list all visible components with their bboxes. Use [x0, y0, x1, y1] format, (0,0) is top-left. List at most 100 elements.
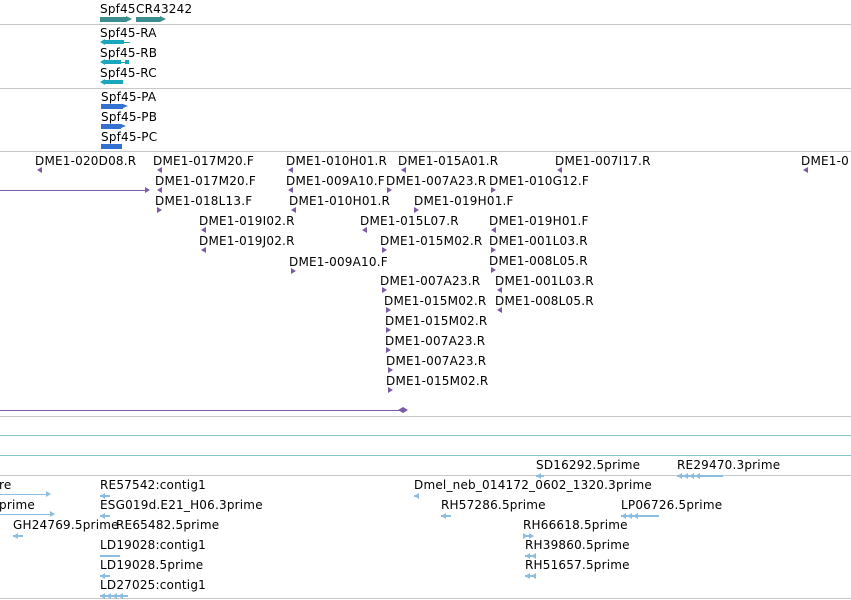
clone-end-label: DME1-009A10.F: [286, 174, 385, 188]
clone-end-label: DME1-007I17.R: [555, 154, 651, 168]
gene-bar: [136, 17, 160, 22]
transcript-arrow: [100, 59, 105, 65]
est-line: [677, 475, 723, 477]
clone-span-line: [0, 190, 146, 191]
clone-end-arrow-left: [362, 227, 367, 233]
est-label: ESG019d.E21_H06.3prime: [100, 498, 263, 512]
est-arrow: [627, 513, 632, 519]
gene-label: CR43242: [136, 2, 193, 16]
clone-end-arrow-left: [201, 247, 206, 253]
est-label: RH39860.5prime: [525, 538, 630, 552]
protein-arrow: [123, 104, 128, 108]
est-arrow: [621, 513, 626, 519]
clone-end-arrow-right: [491, 267, 496, 273]
clone-end-label: DME1-008L05.R: [495, 294, 594, 308]
est-line: [523, 535, 533, 537]
clone-end-label: DME1-001L03.R: [495, 274, 594, 288]
est-label: RH66618.5prime: [523, 518, 628, 532]
transcript-bar: [105, 80, 123, 84]
est-arrow: [683, 473, 688, 479]
clone-span-arrow: [398, 407, 403, 413]
est-label: RH57286.5prime: [441, 498, 546, 512]
clone-end-label: DME1-019I02.R: [199, 214, 295, 228]
gene-label: Spf45: [100, 2, 136, 16]
clone-end-label: DME1-020D08.R: [35, 154, 137, 168]
clone-end-label: DME1-010H01.R: [286, 154, 388, 168]
clone-end-arrow-right: [491, 187, 496, 193]
protein-label: Spf45-PB: [101, 110, 158, 124]
clone-end-arrow-right: [382, 247, 387, 253]
clone-end-label: DME1-015A01.R: [398, 154, 499, 168]
est-line: [100, 555, 120, 557]
clone-end-arrow-left: [288, 187, 293, 193]
track-divider: [0, 598, 851, 599]
est-arrow: [531, 573, 536, 579]
gene-arrow: [160, 16, 166, 22]
clone-end-label: DME1-007A23.R: [385, 334, 486, 348]
protein-arrow: [121, 124, 126, 128]
est-line: [0, 514, 50, 515]
protein-label: Spf45-PA: [101, 90, 157, 104]
est-line: [525, 575, 535, 577]
clone-end-label: DME1-007A23.R: [386, 354, 487, 368]
est-arrow: [525, 553, 530, 559]
clone-end-label: DME1-015M02.R: [384, 294, 487, 308]
clone-end-arrow-left: [557, 167, 562, 173]
est-label: LD19028.5prime: [100, 558, 204, 572]
clone-end-label: DME1-0: [801, 154, 849, 168]
est-line: [100, 515, 110, 517]
est-arrow: [100, 513, 105, 519]
clone-end-label: DME1-009A10.F: [289, 255, 388, 269]
clone-end-label: DME1-007A23.R: [380, 274, 481, 288]
clone-end-label: DME1-015M02.R: [380, 234, 483, 248]
est-label: RE65482.5prime: [116, 518, 220, 532]
est-arrow: [531, 553, 536, 559]
est-arrow: [13, 533, 18, 539]
clone-end-arrow-left: [803, 167, 808, 173]
protein-bar: [101, 124, 121, 129]
clone-span-arrow: [403, 407, 408, 413]
clone-end-arrow-left: [497, 287, 502, 293]
est-arrow: [523, 533, 528, 539]
est-line: [441, 515, 451, 517]
clone-end-arrow-right: [291, 268, 296, 274]
clone-end-label: DME1-015L07.R: [360, 214, 459, 228]
transcript-arrow: [100, 79, 105, 85]
transcript-bar: [105, 60, 121, 64]
clone-end-arrow-left: [291, 207, 296, 213]
est-label[interactable]: re: [0, 478, 12, 492]
est-arrow: [529, 533, 534, 539]
clone-end-label: DME1-019J02.R: [199, 234, 295, 248]
est-arrow: [100, 493, 105, 499]
clone-span-line: [0, 410, 400, 411]
est-arrow: [525, 573, 530, 579]
clone-end-label: DME1-008L05.R: [489, 254, 588, 268]
est-label: LP06726.5prime: [621, 498, 723, 512]
track-divider: [0, 455, 851, 456]
clone-end-arrow-right: [386, 347, 391, 353]
est-label[interactable]: prime: [0, 498, 35, 512]
transcript-bar: [121, 61, 125, 63]
est-arrow: [695, 473, 700, 479]
transcript-bar: [124, 41, 130, 43]
track-divider: [0, 24, 851, 25]
track-divider: [0, 416, 851, 417]
est-label: RE29470.3prime: [677, 458, 781, 472]
clone-end-label: DME1-001L03.R: [489, 234, 588, 248]
clone-end-label: DME1-015M02.R: [386, 374, 489, 388]
est-line: [525, 555, 535, 557]
track-divider: [0, 475, 851, 476]
clone-end-arrow-right: [386, 307, 391, 313]
est-label: LD27025:contig1: [100, 578, 206, 592]
est-arrow: [106, 593, 111, 599]
track-divider: [0, 435, 851, 436]
clone-end-arrow-right: [388, 367, 393, 373]
clone-end-label: DME1-017M20.F: [155, 174, 256, 188]
clone-end-arrow-right: [382, 287, 387, 293]
clone-end-label: DME1-007A23.R: [386, 174, 487, 188]
est-label: SD16292.5prime: [536, 458, 641, 472]
est-arrow: [100, 593, 105, 599]
clone-end-arrow-right: [157, 207, 162, 213]
est-arrow: [50, 511, 55, 517]
